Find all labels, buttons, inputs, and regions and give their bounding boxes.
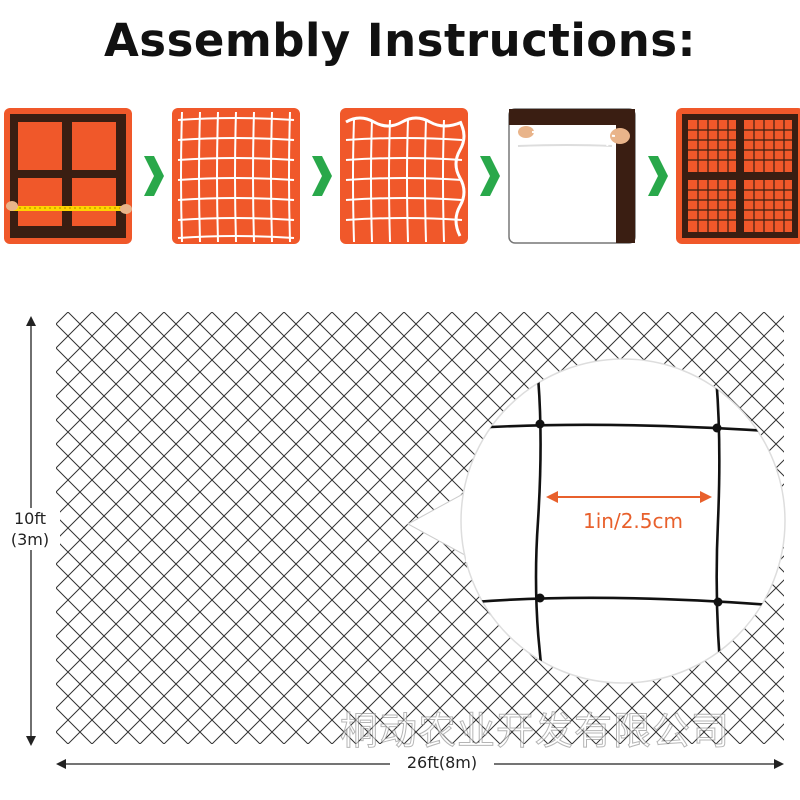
mesh-zoom-callout xyxy=(404,356,788,686)
step-arrow-chevron-right-icon xyxy=(142,154,166,198)
mesh-measure-arrow xyxy=(546,491,712,503)
step-5-finished-net-frame-icon xyxy=(676,106,800,244)
height-ft: 10ft xyxy=(14,509,46,528)
assembly-steps xyxy=(0,106,800,246)
step-3-net-edge-rope-icon xyxy=(340,106,468,244)
step-arrow-chevron-right-icon xyxy=(478,154,502,198)
height-dimension-label: 10ft (3m) xyxy=(0,508,60,550)
step-arrow-chevron-right-icon xyxy=(310,154,334,198)
step-4-net-attach-frame-icon xyxy=(508,106,636,244)
step-1-frame-measure-icon xyxy=(4,106,132,244)
mesh-size-label: 1in/2.5cm xyxy=(583,509,683,533)
step-arrow-chevron-right-icon xyxy=(646,154,670,198)
width-dimension-label: 26ft(8m) xyxy=(390,753,494,772)
page-title: Assembly Instructions: xyxy=(103,14,697,67)
watermark-text: 桐动农业开发有限公司 xyxy=(340,709,731,754)
height-m: (3m) xyxy=(10,530,50,549)
step-2-orange-net-icon xyxy=(172,106,300,244)
